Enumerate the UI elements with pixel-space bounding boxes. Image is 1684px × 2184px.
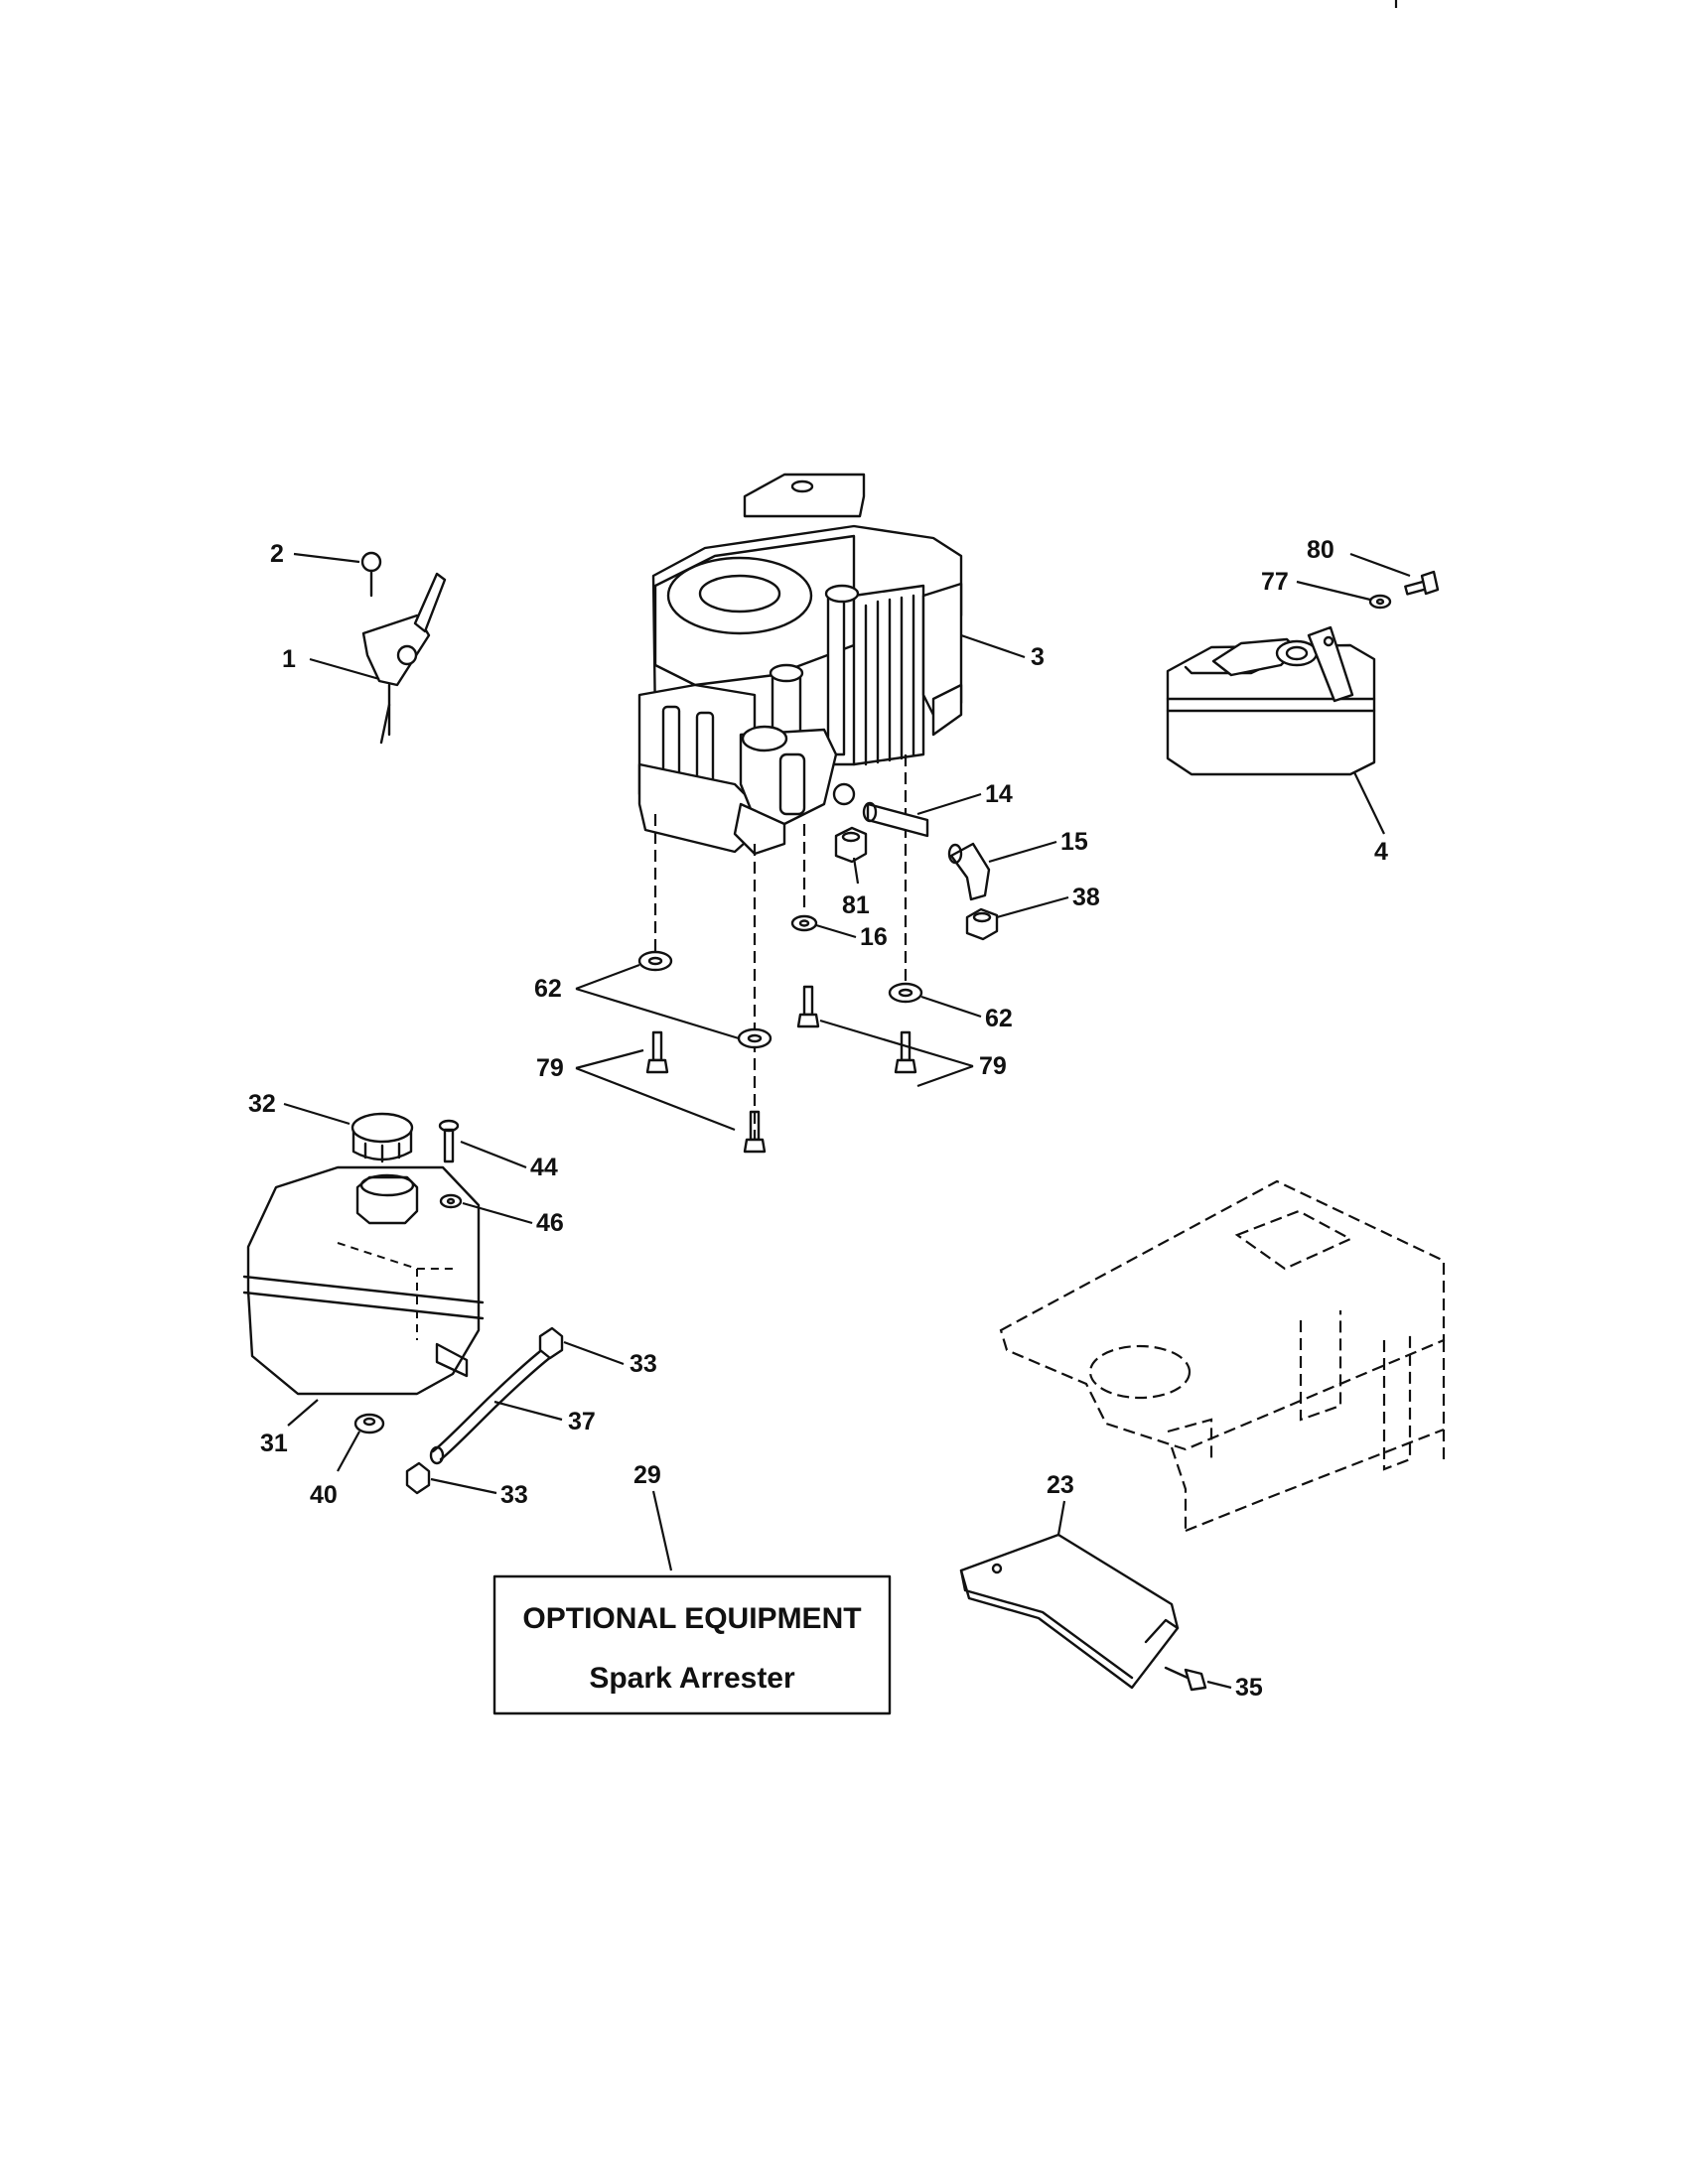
bushing-40-part xyxy=(353,1413,385,1434)
callout-62-left: 62 xyxy=(534,975,562,1003)
callout-1: 1 xyxy=(282,645,296,673)
nut-part xyxy=(965,907,999,941)
optional-equipment-subtitle: Spark Arrester xyxy=(589,1662,795,1695)
fuel-line-part xyxy=(429,1346,554,1465)
callout-31: 31 xyxy=(260,1430,288,1457)
callout-16: 16 xyxy=(860,923,888,951)
callout-37: 37 xyxy=(568,1408,596,1435)
callout-81: 81 xyxy=(842,891,870,919)
callout-14: 14 xyxy=(985,780,1013,808)
fuel-fitting-81-part xyxy=(834,826,868,864)
chassis-reference-outline xyxy=(999,1179,1446,1533)
callout-38: 38 xyxy=(1072,884,1100,911)
elbow-fitting-part xyxy=(947,842,991,901)
screw-80-part xyxy=(1404,570,1440,596)
callout-23: 23 xyxy=(1047,1471,1074,1499)
washer-46-part xyxy=(439,1193,463,1209)
callout-79-right: 79 xyxy=(979,1052,1007,1080)
callout-29: 29 xyxy=(633,1461,661,1489)
engine-part xyxy=(637,473,963,856)
screw-44-part xyxy=(438,1119,460,1163)
hose-clamp-33-part xyxy=(405,1326,564,1495)
callout-79-left: 79 xyxy=(536,1054,564,1082)
lock-washer-77-part xyxy=(1368,594,1392,610)
callout-32: 32 xyxy=(248,1090,276,1118)
callout-40: 40 xyxy=(310,1481,338,1509)
fuel-line-fitting-part xyxy=(862,801,929,838)
callout-33-bottom: 33 xyxy=(500,1481,528,1509)
optional-equipment-box xyxy=(492,1574,892,1715)
bolt-79-part xyxy=(645,985,917,1154)
screw-35-part xyxy=(1164,1666,1207,1692)
washer-62-part xyxy=(637,950,923,1049)
callout-46: 46 xyxy=(536,1209,564,1237)
heat-shield-part xyxy=(959,1533,1180,1690)
callout-44: 44 xyxy=(530,1154,558,1181)
muffler-part xyxy=(1166,625,1376,776)
fuel-cap-part xyxy=(351,1112,414,1163)
callout-2: 2 xyxy=(270,540,284,568)
fuel-tank-part xyxy=(242,1165,485,1396)
callout-3: 3 xyxy=(1031,643,1045,671)
callout-80: 80 xyxy=(1307,536,1334,564)
callout-77: 77 xyxy=(1261,568,1289,596)
callout-35: 35 xyxy=(1235,1674,1263,1702)
optional-equipment-title: OPTIONAL EQUIPMENT xyxy=(522,1602,861,1635)
washer-16-part xyxy=(790,914,818,932)
throttle-control-part xyxy=(360,551,447,745)
callout-33-top: 33 xyxy=(630,1350,657,1378)
callout-15: 15 xyxy=(1060,828,1088,856)
callout-4: 4 xyxy=(1374,838,1388,866)
callout-62-right: 62 xyxy=(985,1005,1013,1032)
